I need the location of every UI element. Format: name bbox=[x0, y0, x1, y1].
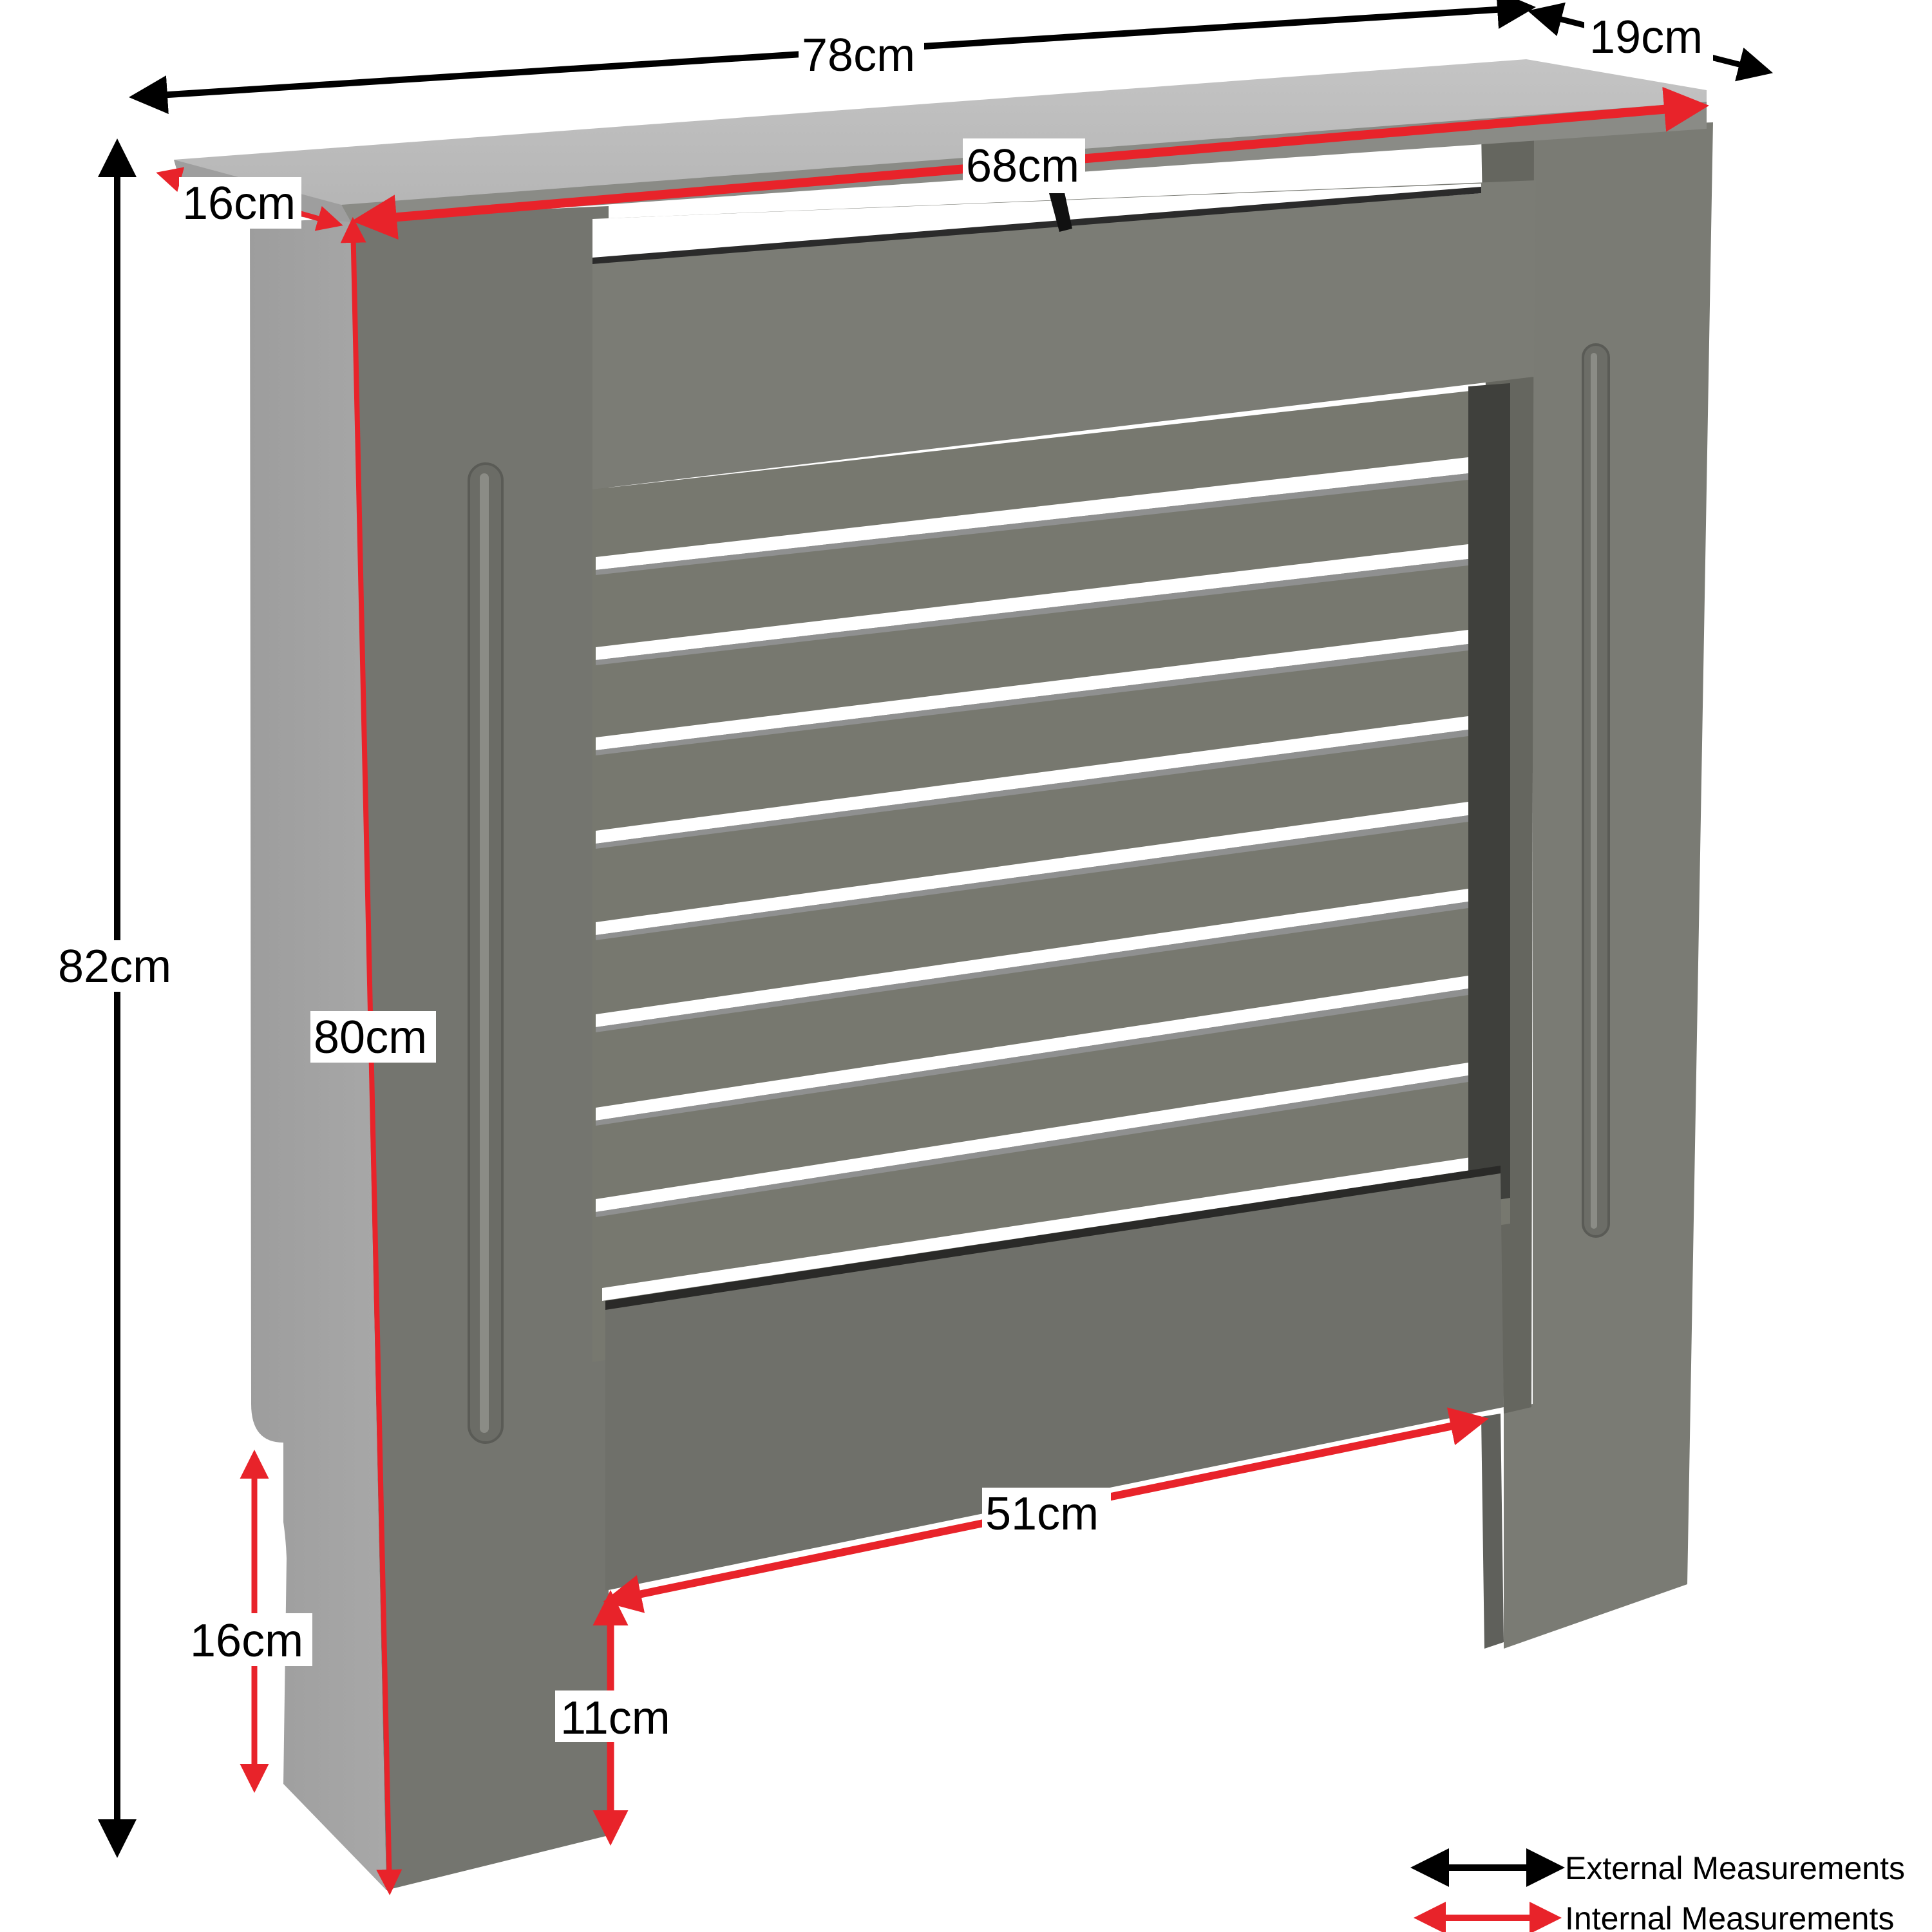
depth-19cm-label: 19cm bbox=[1589, 12, 1703, 63]
external-measurements: 78cm 19cm 82cm bbox=[55, 0, 1774, 1858]
legend: External Measurements Internal Measureme… bbox=[1410, 1848, 1905, 1932]
width-51cm-label: 51cm bbox=[985, 1488, 1099, 1540]
legend-external-label: External Measurements bbox=[1565, 1850, 1905, 1886]
slat-grille bbox=[592, 383, 1510, 1362]
slat-gaps bbox=[596, 457, 1501, 1301]
internal-measurements: 68cm 16cm 80cm 51cm 16cm 11cm bbox=[156, 86, 1709, 1895]
width-78cm-label: 78cm bbox=[802, 30, 915, 81]
right-rear-leg bbox=[1481, 1414, 1504, 1649]
height-80cm-label: 80cm bbox=[314, 1012, 427, 1063]
top-rail bbox=[592, 180, 1536, 489]
radiator-cover bbox=[174, 59, 1713, 1890]
depth-16cm-label: 16cm bbox=[182, 178, 296, 229]
grille-rear-batten bbox=[1468, 383, 1510, 1204]
right-stile-groove-highlight bbox=[1591, 353, 1597, 1229]
width-68cm-label: 68cm bbox=[966, 140, 1079, 192]
legend-internal-label: Internal Measurements bbox=[1565, 1900, 1894, 1932]
height-82cm-label: 82cm bbox=[58, 941, 171, 992]
cutout-height-16cm-label: 16cm bbox=[190, 1615, 303, 1667]
left-stile-groove-highlight bbox=[480, 473, 489, 1433]
clearance-height-11cm-label: 11cm bbox=[560, 1692, 670, 1744]
bottom-rail-shadow bbox=[605, 1166, 1501, 1310]
slat-bevels bbox=[596, 473, 1468, 1217]
